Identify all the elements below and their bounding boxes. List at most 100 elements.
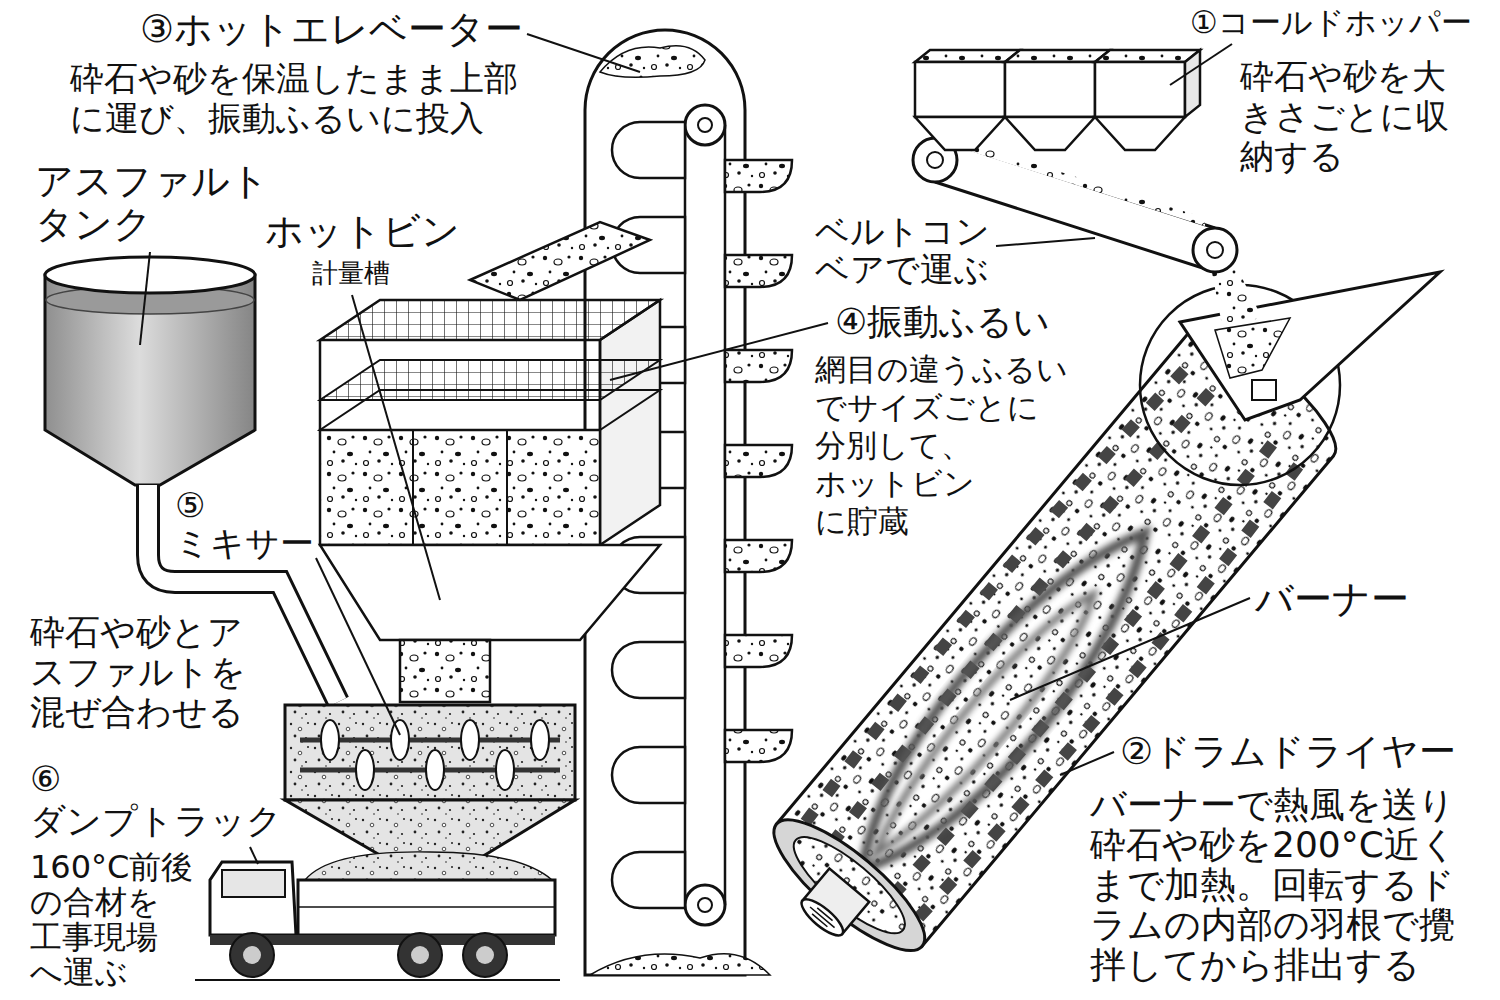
leader-line <box>352 295 440 600</box>
callout-label: 計量槽 <box>312 258 390 289</box>
hopper-top <box>1095 50 1200 62</box>
pulley <box>685 885 725 925</box>
burner-grille <box>807 904 837 931</box>
mixer-paddle <box>391 720 409 760</box>
wheel <box>230 933 274 977</box>
bucket <box>725 160 792 192</box>
roller-hub <box>1207 242 1223 258</box>
ground-line <box>195 979 560 981</box>
bin-side <box>600 300 660 545</box>
cab-window <box>222 870 285 897</box>
pulley-hub <box>698 118 712 132</box>
callout-label: 砕石や砂を保温したまま上部 に運び、振動ふるいに投入 <box>70 58 519 138</box>
wheel <box>398 933 442 977</box>
bin-partition <box>412 430 414 545</box>
hopper-top <box>1005 50 1110 62</box>
elevator-belt <box>724 125 727 905</box>
pulley <box>685 105 725 145</box>
leader-line <box>140 252 150 345</box>
wheel-hub <box>411 946 429 964</box>
callout-label: 160°C前後 の合材を 工事現場 へ運ぶ <box>30 850 193 990</box>
box-edge <box>319 340 322 430</box>
gravel-heap <box>600 46 705 78</box>
hopper-funnel <box>1095 117 1185 150</box>
mixer-paddle <box>426 750 444 790</box>
bucket <box>725 445 792 477</box>
truck-cab <box>210 862 296 935</box>
mixer <box>285 705 575 870</box>
callout-label: ホットビン <box>265 208 460 254</box>
bed-line <box>298 906 555 908</box>
wheel <box>463 933 507 977</box>
hopper-bin <box>915 62 1005 117</box>
callout-label: ③ホットエレベーター <box>140 6 523 52</box>
hopper-top <box>915 50 1020 62</box>
gravel-in-chute <box>1215 318 1290 378</box>
asphalt-load <box>305 852 552 880</box>
dump-truck <box>195 852 560 980</box>
mixer-paddle <box>321 720 339 760</box>
leader-line <box>250 847 258 864</box>
hot-elevator <box>585 30 792 975</box>
bin-front <box>320 430 600 545</box>
hopper-side <box>1185 50 1200 117</box>
bin-top <box>320 390 660 430</box>
callout-label: 砕石や砂を大 きさごとに収 納する <box>1240 56 1454 176</box>
pulley-hub <box>698 898 712 912</box>
elevator-housing <box>585 30 745 975</box>
drum-end <box>757 801 941 969</box>
callout-label: ⑥ ダンプトラック <box>30 758 293 842</box>
leader-line <box>996 238 1095 246</box>
burner-flame <box>858 580 1111 869</box>
tank-body <box>45 275 255 485</box>
gravel-heap <box>590 954 770 975</box>
hopper-outlet <box>400 640 490 702</box>
leader-line <box>1170 44 1232 85</box>
mixer-paddle <box>496 750 514 790</box>
screen-deck <box>320 300 660 340</box>
cold-hopper <box>915 50 1200 150</box>
wheel-hub <box>243 946 261 964</box>
gravel-on-belt <box>960 140 1205 226</box>
mixer-box <box>285 705 575 800</box>
leader-line <box>1010 598 1250 700</box>
hopper-bin <box>1095 62 1185 117</box>
hot-bin-hopper <box>320 545 660 640</box>
leader-lines <box>140 34 1250 864</box>
screen-and-hot-bin <box>320 222 660 702</box>
mixer-paddle <box>461 720 479 760</box>
drum-end-face <box>782 823 918 947</box>
bucket <box>612 852 685 908</box>
bucket <box>725 350 792 382</box>
leader-line <box>1060 752 1114 775</box>
wheel-hub <box>476 946 494 964</box>
callout-label: ④振動ふるい <box>835 300 1050 343</box>
bucket <box>725 730 792 762</box>
bucket <box>612 747 685 803</box>
bucket <box>612 642 685 698</box>
bucket <box>725 255 792 287</box>
roller <box>1193 228 1237 272</box>
chute-gate <box>1252 380 1276 400</box>
hopper-bin <box>1005 62 1095 117</box>
bucket <box>725 540 792 572</box>
callout-label: アスファルト タンク <box>35 160 274 246</box>
callout-label: 網目の違うふるい でサイズごとに 分別して、 ホットビン に貯蔵 <box>815 350 1066 540</box>
roller-hub <box>927 152 943 168</box>
mixer-funnel <box>285 800 575 858</box>
hopper-funnel <box>915 117 1005 150</box>
leader-line <box>610 323 828 380</box>
feed-chute <box>1140 258 1440 485</box>
callout-label: バーナーで熱風を送り 砕石や砂を200°C近く まで加熱。回転するド ラムの内部… <box>1090 785 1455 985</box>
elevator-chute <box>470 222 650 300</box>
callout-label: 砕石や砂とア スファルトを 混ぜ合わせる <box>30 612 247 732</box>
truck-bed <box>298 880 555 935</box>
callout-label: ②ドラムドライヤー <box>1120 730 1456 774</box>
callout-label: ベルトコン ベアで運ぶ <box>815 212 992 288</box>
bucket <box>612 122 685 178</box>
burner-mouth <box>797 894 848 941</box>
hopper-funnel <box>1005 117 1095 150</box>
bin-partition <box>506 430 508 545</box>
callout-label: バーナー <box>1255 576 1409 622</box>
